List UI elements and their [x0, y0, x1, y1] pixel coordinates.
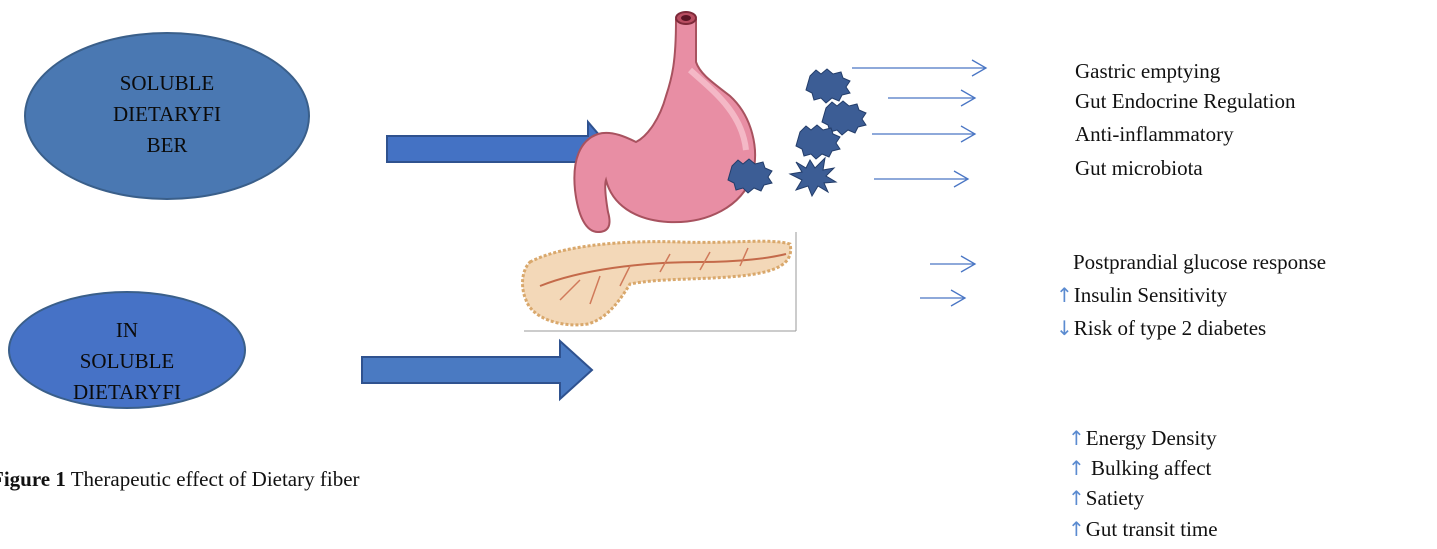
effect-satiety: ↑Satiety: [1068, 484, 1144, 513]
effect-gut-endocrine: Gut Endocrine Regulation: [1075, 87, 1295, 116]
effect-gut-microbiota: Gut microbiota: [1075, 154, 1203, 183]
effect-gastric-emptying: Gastric emptying: [1075, 57, 1220, 86]
effect-text: Risk of type 2 diabetes: [1074, 316, 1266, 340]
thin-arrow-2: [888, 90, 975, 106]
pancreas-image: [523, 232, 796, 331]
figure-label: Figure 1: [0, 467, 66, 491]
thin-arrow-6: [920, 290, 965, 306]
insoluble-block-arrow: [362, 341, 592, 399]
effect-anti-inflammatory: Anti-inflammatory: [1075, 120, 1234, 149]
effect-bulking: ↑ Bulking affect: [1068, 454, 1211, 483]
effect-gut-transit: ↑Gut transit time: [1068, 515, 1218, 544]
effect-insulin-sensitivity: ↑Insulin Sensitivity: [1056, 281, 1227, 310]
up-arrow-icon: ↑: [1068, 426, 1085, 450]
up-arrow-icon: ↑: [1068, 486, 1085, 510]
thin-arrows: [852, 60, 986, 306]
effect-text: Gut transit time: [1086, 517, 1218, 541]
stomach-image: [574, 12, 755, 232]
thin-arrow-4: [874, 171, 968, 187]
effect-energy-density: ↑Energy Density: [1068, 424, 1217, 453]
effect-type2-risk: ↓Risk of type 2 diabetes: [1056, 314, 1266, 343]
up-arrow-icon: ↑: [1056, 283, 1073, 307]
thin-arrow-3: [872, 126, 975, 142]
effect-text: Bulking affect: [1086, 456, 1212, 480]
figure-caption: Figure 1 Therapeutic effect of Dietary f…: [0, 467, 360, 492]
figure-caption-text: Therapeutic effect of Dietary fiber: [66, 467, 360, 491]
up-arrow-icon: ↑: [1068, 517, 1085, 541]
up-arrow-icon: ↑: [1068, 456, 1085, 480]
effect-text: Satiety: [1086, 486, 1144, 510]
effect-postprandial-glucose: Postprandial glucose response: [1073, 248, 1326, 277]
thin-arrow-1: [852, 60, 986, 76]
effect-text: Postprandial glucose response: [1073, 250, 1326, 274]
effect-text: Insulin Sensitivity: [1074, 283, 1227, 307]
particle-icon: [806, 69, 850, 103]
effect-text: Energy Density: [1086, 426, 1217, 450]
burst-icon: [790, 158, 836, 196]
down-arrow-icon: ↓: [1056, 316, 1073, 340]
thin-arrow-5: [930, 256, 975, 272]
